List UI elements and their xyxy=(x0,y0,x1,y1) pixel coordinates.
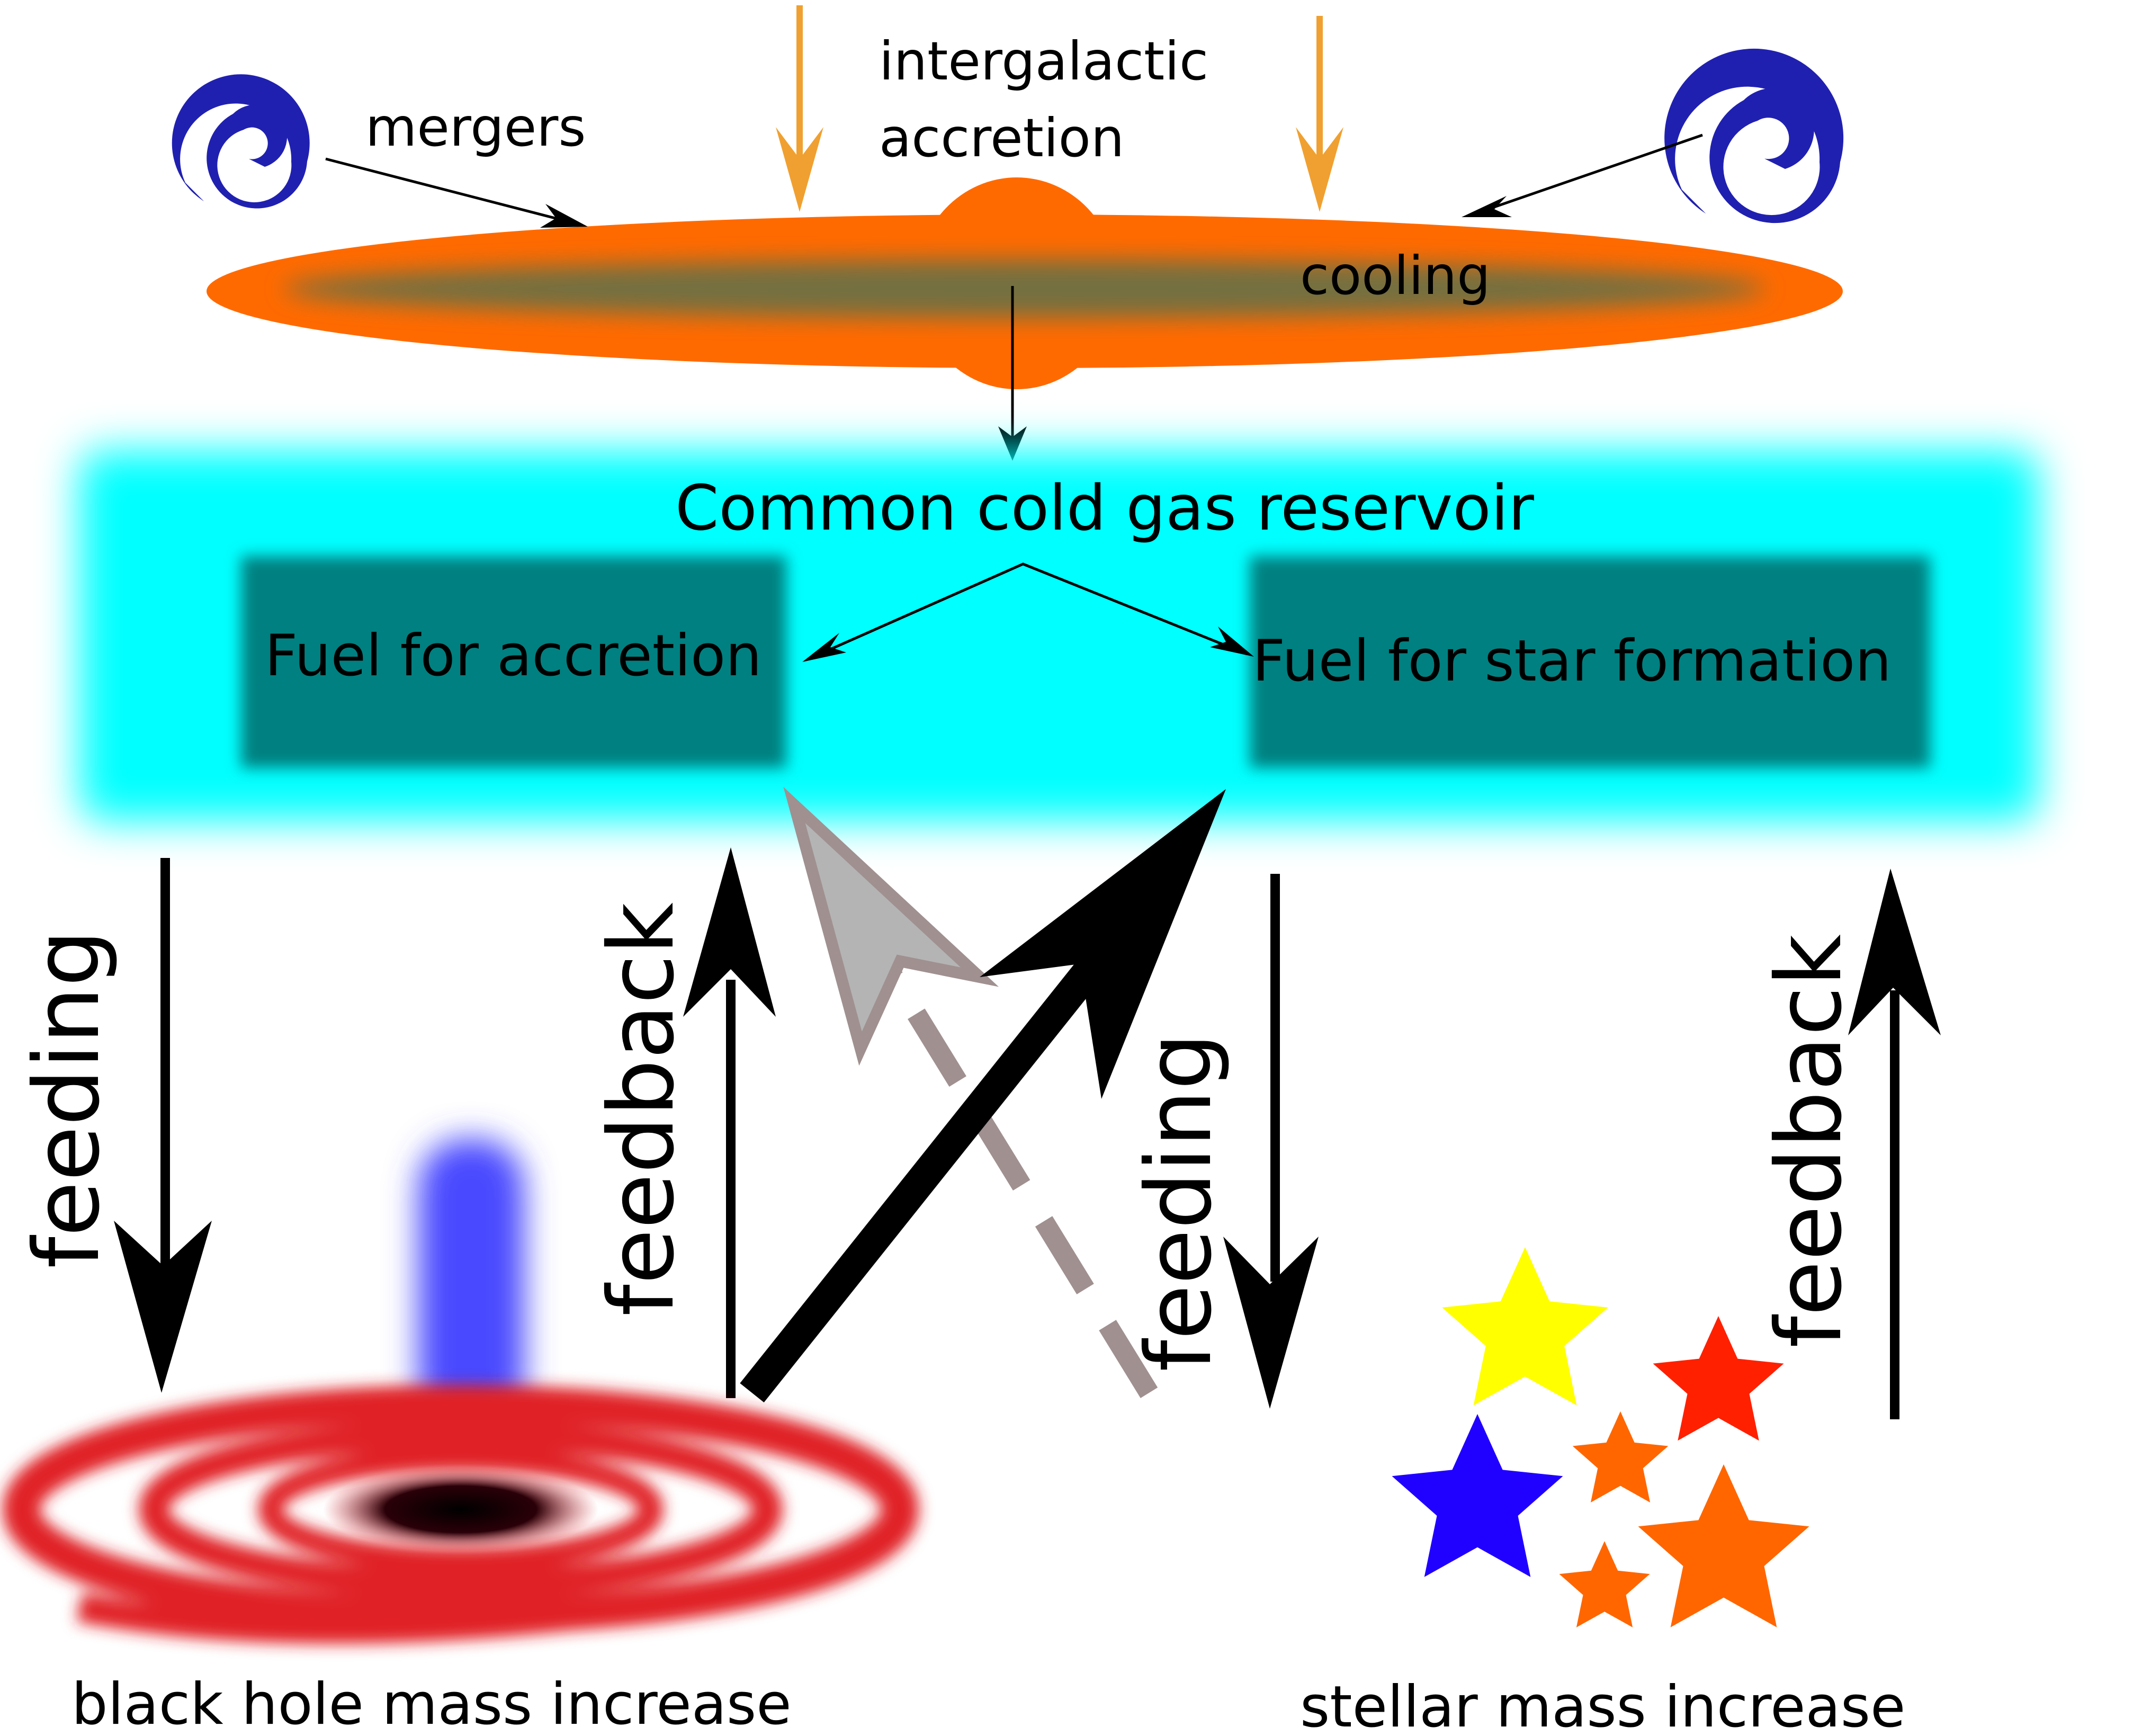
star-icon xyxy=(1572,1411,1669,1502)
galaxy-halo xyxy=(207,177,1843,389)
star-icon xyxy=(1392,1414,1563,1577)
fuel-for-star-formation-box xyxy=(1250,556,1930,768)
black-hole-mass-label: black hole mass increase xyxy=(71,1671,792,1736)
feedback-left-label: feedback xyxy=(589,902,694,1316)
black-hole-core xyxy=(323,1467,598,1552)
mergers-label: mergers xyxy=(365,96,586,158)
left-feeding-arrow xyxy=(114,858,212,1393)
reservoir-split-arrows xyxy=(802,562,1254,662)
reservoir-label: Common cold gas reservoir xyxy=(675,471,1534,544)
black-hole-accretion-disk-icon xyxy=(3,1139,919,1644)
merger-arrows xyxy=(325,133,1703,228)
right-feedback-arrow xyxy=(1848,869,1941,1419)
spiral-galaxy-icon xyxy=(172,74,310,209)
dashed-cross-feedback-arrow xyxy=(783,786,1158,1398)
star-cluster xyxy=(1392,1247,1809,1627)
feedback-right-label: feedback xyxy=(1757,934,1862,1348)
star-icon xyxy=(1442,1247,1608,1406)
left-galaxy xyxy=(172,74,310,209)
star-icon xyxy=(1638,1464,1809,1627)
feeding-left-label: feeding xyxy=(15,929,120,1268)
left-feedback-arrow xyxy=(683,847,776,1398)
star-icon xyxy=(1653,1316,1784,1441)
intergalactic-label-line2: accretion xyxy=(879,107,1124,169)
spiral-galaxy-icon xyxy=(1664,48,1844,223)
right-galaxy xyxy=(1664,48,1844,223)
halo-cold-core xyxy=(283,259,1766,318)
star-icon xyxy=(1559,1541,1650,1627)
fuel-for-accretion-label: Fuel for accretion xyxy=(265,623,762,689)
intergalactic-accretion-arrows xyxy=(776,5,1343,212)
bold-cross-feedback-arrow xyxy=(740,789,1226,1403)
fuel-for-star-formation-label: Fuel for star formation xyxy=(1252,628,1892,694)
cold-gas-reservoir xyxy=(79,450,2039,821)
jet xyxy=(418,1139,524,1430)
cooling-arrow xyxy=(998,286,1027,461)
intergalactic-label-line1: intergalactic xyxy=(879,30,1208,92)
stellar-mass-label: stellar mass increase xyxy=(1300,1674,1905,1736)
right-feeding-arrow xyxy=(1223,874,1319,1409)
cooling-label: cooling xyxy=(1300,245,1491,307)
feeding-right-label: feeding xyxy=(1127,1033,1232,1372)
fuel-for-accretion-box xyxy=(241,556,786,768)
